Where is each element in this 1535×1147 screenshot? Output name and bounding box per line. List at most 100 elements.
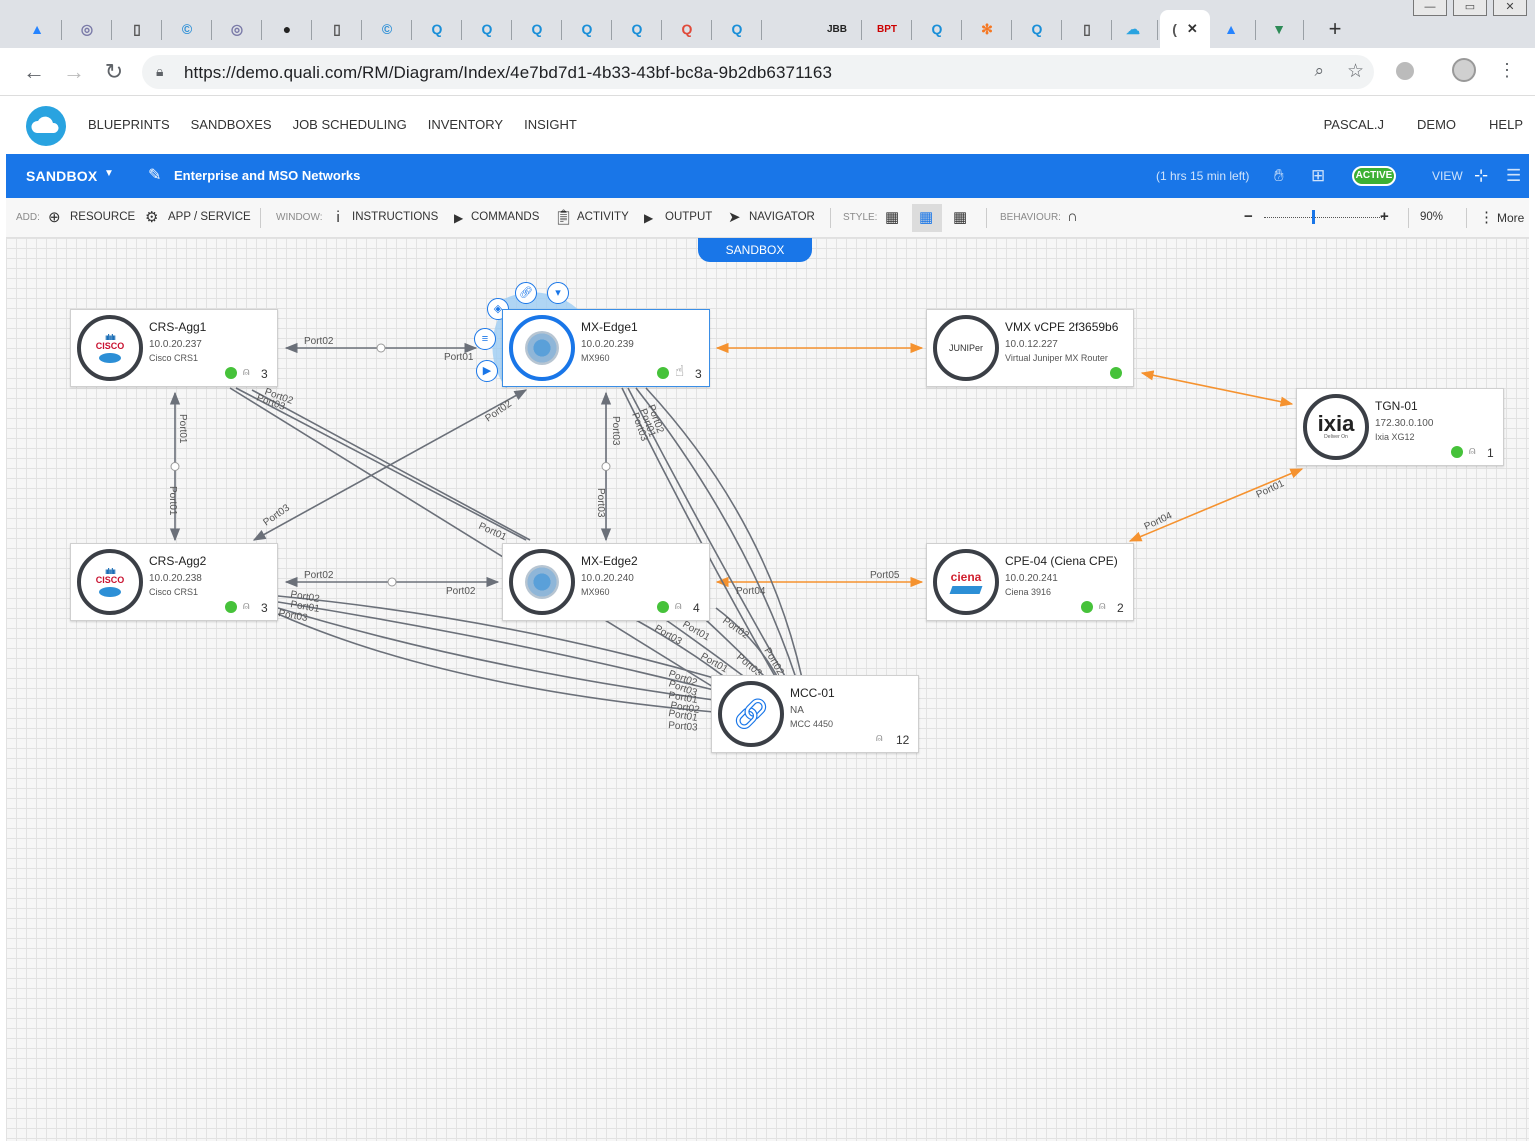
link-agg2-mcc-3[interactable] <box>277 607 715 701</box>
quali-q-icon[interactable]: Q <box>562 10 612 48</box>
close-tab-icon[interactable]: ✕ <box>1186 21 1198 36</box>
link-handle[interactable] <box>376 343 386 353</box>
link-edge2-mcc-4[interactable] <box>715 607 779 679</box>
link-agg2-mcc-1[interactable] <box>277 595 715 679</box>
document-icon[interactable]: ▯ <box>1062 10 1112 48</box>
commands-button[interactable]: COMMANDS <box>471 211 540 223</box>
zoom-icon[interactable]: ⌕ <box>1314 61 1324 80</box>
url-bar[interactable]: 🔒︎ https://demo.quali.com/RM/Diagram/Ind… <box>142 55 1374 89</box>
quali-q-icon[interactable]: Q <box>512 10 562 48</box>
instructions-button[interactable]: INSTRUCTIONS <box>352 211 439 223</box>
caret-down-icon[interactable]: ▼ <box>104 168 114 179</box>
browser-menu-icon[interactable]: ⋮ <box>1498 60 1516 80</box>
zoom-in-icon[interactable]: + <box>1380 208 1389 225</box>
check-shield-icon[interactable]: ◎ <box>212 10 262 48</box>
bpt-icon[interactable]: BPT <box>862 10 912 48</box>
refresh-c-icon[interactable]: © <box>362 10 412 48</box>
zoom-out-icon[interactable]: − <box>1244 208 1253 225</box>
loading-icon[interactable]: (✕ <box>1160 10 1210 48</box>
nav-inventory[interactable]: INVENTORY <box>427 117 504 132</box>
add-app-service-button[interactable]: APP / SERVICE <box>168 211 251 223</box>
clipboard-icon[interactable]: 📋︎ <box>554 209 574 226</box>
diagram-view-icon[interactable]: ⊹ <box>1474 166 1489 185</box>
quali-q-red-icon[interactable]: Q <box>662 10 712 48</box>
new-tab-icon[interactable]: + <box>1328 16 1342 41</box>
zoom-slider-handle[interactable] <box>1312 210 1315 224</box>
nav-blueprints[interactable]: BLUEPRINTS <box>88 117 170 132</box>
navigator-icon[interactable]: ➤ <box>728 209 741 226</box>
resource-mx-edge2[interactable]: MX-Edge2 10.0.20.240 MX960 ⍝ 4 <box>502 543 710 621</box>
zoom-slider[interactable] <box>1264 217 1382 221</box>
link-edge2-mcc-3[interactable] <box>705 619 767 679</box>
refresh-c-icon[interactable]: © <box>162 10 212 48</box>
add-resource-icon[interactable]: ⊕ <box>48 209 61 226</box>
link-agg1-mcc[interactable] <box>229 387 719 691</box>
check-shield-icon[interactable]: ◎ <box>62 10 112 48</box>
grid-fine-icon[interactable]: ▦ <box>885 209 900 226</box>
more-icon[interactable]: ⋮ <box>1479 209 1494 226</box>
github-icon[interactable]: ● <box>262 10 312 48</box>
sandbox-name[interactable]: Enterprise and MSO Networks <box>174 168 361 183</box>
hubspot-icon[interactable]: ✻ <box>962 10 1012 48</box>
resource-mcc-01[interactable]: 🔗︎ MCC-01 NA MCC 4450 ⍝ 12 <box>711 675 919 753</box>
cloud-icon[interactable]: ☁ <box>1108 10 1158 48</box>
url-text[interactable]: https://demo.quali.com/RM/Diagram/Index/… <box>184 63 833 82</box>
link-handle[interactable] <box>170 462 180 471</box>
hand-stop-icon[interactable]: ✋︎ <box>1274 166 1284 185</box>
nav-job-scheduling[interactable]: JOB SCHEDULING <box>292 117 407 132</box>
list-view-icon[interactable]: ☰ <box>1506 166 1522 185</box>
list-icon[interactable]: ≡ <box>474 328 496 350</box>
nav-sandboxes[interactable]: SANDBOXES <box>190 117 272 132</box>
pencil-icon[interactable]: ✎ <box>148 167 162 184</box>
quali-q-icon[interactable]: Q <box>412 10 462 48</box>
link-cpe-tgn[interactable] <box>1128 468 1304 542</box>
link-handle[interactable] <box>601 462 611 471</box>
maximize-icon[interactable]: ▭ <box>1453 0 1487 16</box>
nav-domain[interactable]: DEMO <box>1417 117 1457 132</box>
resource-cpe-04[interactable]: ciena CPE-04 (Ciena CPE) 10.0.20.241 Cie… <box>926 543 1134 621</box>
extension-icon[interactable] <box>1396 62 1414 80</box>
document-icon[interactable]: ▯ <box>112 10 162 48</box>
minimize-icon[interactable]: — <box>1413 0 1447 16</box>
nav-help[interactable]: HELP <box>1489 117 1523 132</box>
link-agg2-mcc-2[interactable] <box>277 601 715 691</box>
grid-large-icon[interactable]: ▦ <box>953 209 968 226</box>
profile-avatar-icon[interactable] <box>1452 58 1476 82</box>
link-agg1-edge2-a[interactable] <box>235 387 527 541</box>
atlassian-icon[interactable]: ▲ <box>12 10 62 48</box>
play-icon[interactable]: ▶ <box>476 360 498 382</box>
activity-button[interactable]: ACTIVITY <box>577 211 629 223</box>
output-icon[interactable]: ▶ <box>644 211 654 225</box>
add-resource-button[interactable]: RESOURCE <box>70 211 136 223</box>
quali-q-icon[interactable]: Q <box>712 10 762 48</box>
link-edge2-mcc-1[interactable] <box>635 619 727 679</box>
info-icon[interactable]: ⅰ <box>336 209 341 226</box>
quali-q-icon[interactable]: Q <box>912 10 962 48</box>
link-edge2-mcc-2[interactable] <box>665 619 747 679</box>
quali-cloud-logo[interactable] <box>26 106 66 146</box>
link-edge1-mcc-3[interactable] <box>635 387 797 679</box>
bookmark-star-icon[interactable]: ☆ <box>1346 61 1364 82</box>
link-vmx-tgn[interactable] <box>1140 370 1294 407</box>
dropdown-icon[interactable]: ▾ <box>547 282 569 304</box>
quali-q-icon[interactable]: Q <box>612 10 662 48</box>
commands-icon[interactable]: ▶ <box>454 211 464 225</box>
resource-vmx-vcpe[interactable]: JUNIPer VMX vCPE 2f3659b6 10.0.12.227 Vi… <box>926 309 1134 387</box>
sandbox-menu[interactable]: SANDBOX <box>26 168 98 184</box>
quali-q-icon[interactable]: Q <box>462 10 512 48</box>
link-edge1-mcc-4[interactable] <box>645 387 803 679</box>
forward-icon[interactable]: → <box>63 59 85 84</box>
grid-medium-icon[interactable]: ▦ <box>919 209 934 226</box>
reload-icon[interactable]: ↻ <box>104 59 124 84</box>
resource-mx-edge1[interactable]: MX-Edge1 10.0.20.239 MX960 ☝︎ 3 <box>502 309 710 387</box>
more-button[interactable]: More <box>1497 211 1525 225</box>
navigator-button[interactable]: NAVIGATOR <box>749 211 815 223</box>
link-agg1-edge2-b[interactable] <box>251 389 531 541</box>
link-edge1-mcc-1[interactable] <box>621 387 777 679</box>
link-icon[interactable]: 🔗︎ <box>515 282 537 304</box>
link-edge1-mcc-2[interactable] <box>627 387 787 679</box>
